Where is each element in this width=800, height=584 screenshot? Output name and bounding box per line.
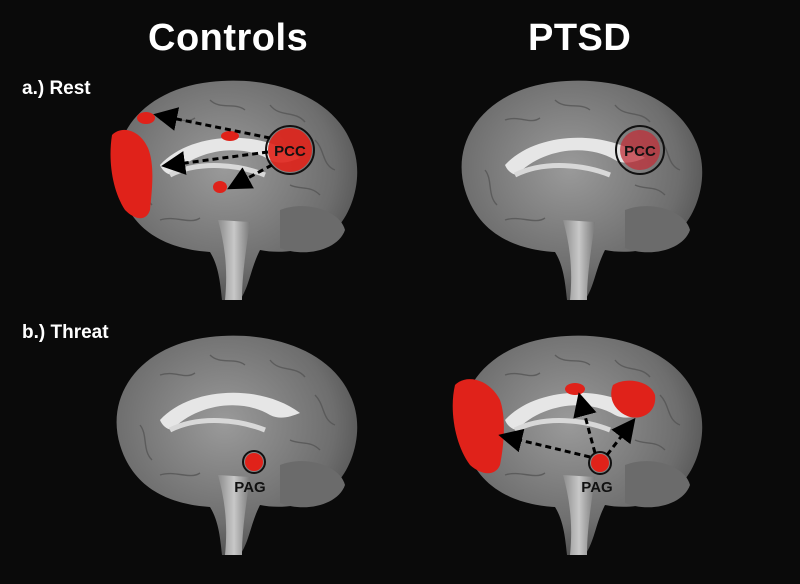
seed-label-pcc: PCC: [274, 143, 306, 160]
brain-icon: [461, 80, 703, 301]
brain-panel-rest-ptsd: PCC: [461, 80, 703, 301]
connection-arrows: [498, 392, 636, 459]
activation-region: [110, 112, 239, 219]
column-title-ptsd: PTSD: [528, 17, 632, 59]
seed-circle: [265, 125, 315, 175]
row-label-rest: a.) Rest: [22, 78, 91, 99]
seed-circle: [588, 451, 612, 475]
seed-label-pag: PAG: [234, 479, 265, 496]
connection-arrows: [153, 107, 273, 190]
row-label-threat: b.) Threat: [22, 322, 109, 343]
brain-icon: [116, 80, 358, 301]
seed-label-pag: PAG: [581, 479, 612, 496]
brain-icon: [116, 335, 358, 555]
seed-circle: [615, 125, 665, 175]
seed-label-pcc: PCC: [624, 143, 656, 160]
seed-circle: [242, 450, 266, 474]
brain-panel-threat-controls: PAG: [116, 335, 358, 555]
brain-panel-rest-controls: PCC: [110, 80, 358, 301]
column-title-controls: Controls: [148, 17, 309, 59]
activation-region: [452, 379, 656, 474]
brain-panel-threat-ptsd: PAG: [452, 335, 703, 555]
